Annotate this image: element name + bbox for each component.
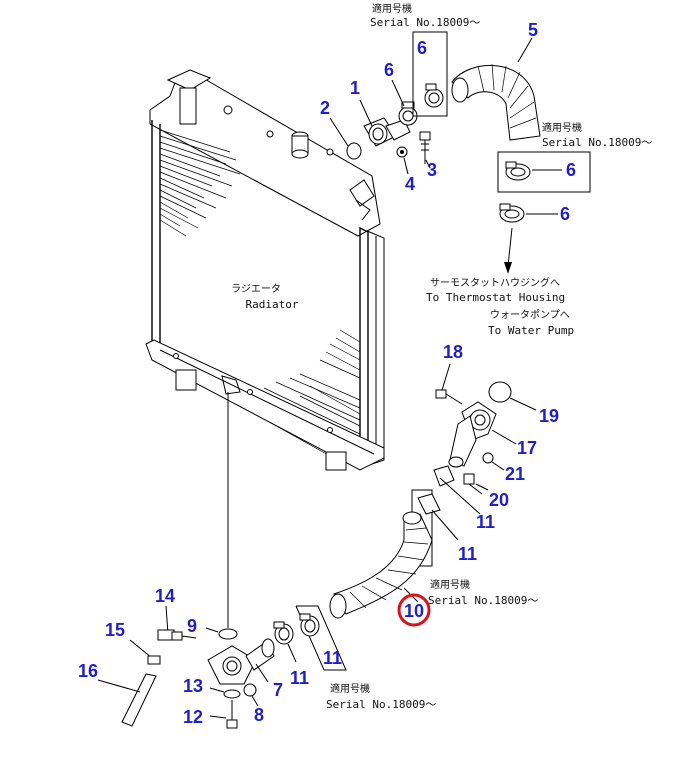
callout-19: 19 <box>539 406 559 426</box>
water-pump-note: To Water Pump <box>488 324 574 337</box>
callout-6-boxed: 6 <box>417 38 427 58</box>
lower-fittings <box>97 605 347 729</box>
highlight-part-10[interactable]: 10 <box>397 593 431 627</box>
callout-9: 9 <box>187 616 197 636</box>
serial-note-top: Serial No.18009〜 <box>370 16 480 29</box>
washer-21 <box>482 452 494 464</box>
clamp-6-serial <box>424 83 444 108</box>
callout-6-loose: 6 <box>560 204 570 224</box>
clamp-6 <box>398 101 418 126</box>
bolt-20 <box>463 473 483 495</box>
callout-12: 12 <box>183 707 203 727</box>
bolt-12 <box>209 700 238 729</box>
serial-note-bottom-jp: 適用号機 <box>330 682 370 695</box>
clamp-11-lower <box>273 621 297 663</box>
callout-11-a: 11 <box>290 668 309 688</box>
callout-16: 16 <box>78 661 98 681</box>
callout-2: 2 <box>320 98 330 118</box>
clamp-6-loose <box>499 203 525 223</box>
gasket-2 <box>346 142 362 160</box>
callout-20: 20 <box>489 490 509 510</box>
callout-4: 4 <box>405 174 415 194</box>
callout-5: 5 <box>528 20 538 40</box>
clip-15 <box>129 639 161 665</box>
callout-6-right: 6 <box>566 160 576 180</box>
callout-10: 10 <box>404 601 424 621</box>
clamp-11-serial <box>417 493 459 541</box>
bolt-3 <box>419 131 431 164</box>
drain-hose-16 <box>97 673 157 727</box>
callout-14: 14 <box>155 586 175 606</box>
callout-18: 18 <box>443 342 463 362</box>
callout-8: 8 <box>254 705 264 725</box>
callout-11-c: 11 <box>476 512 495 532</box>
upper-hose-fittings <box>329 31 591 274</box>
callout-3: 3 <box>427 160 437 180</box>
clamp-11 <box>433 465 481 515</box>
serial-note-bottom: Serial No.18009〜 <box>326 698 436 711</box>
lower-hose-10 <box>329 511 433 619</box>
serial-note-top-jp: 適用号機 <box>372 2 412 15</box>
radiator-label: Radiator <box>246 298 299 311</box>
gasket-9 <box>218 628 238 640</box>
thermostat-note: To Thermostat Housing <box>426 291 565 304</box>
gasket-19 <box>488 381 512 403</box>
serial-note-hose: Serial No.18009〜 <box>542 136 652 149</box>
callout-17: 17 <box>517 438 537 458</box>
serial-note-mid-jp: 適用号機 <box>430 578 470 591</box>
callout-11-b: 11 <box>323 648 342 668</box>
washer-8 <box>243 683 257 697</box>
housing-17 <box>448 401 497 468</box>
right-fittings <box>329 363 537 619</box>
callouts: 1 2 3 4 5 6 6 6 6 7 8 9 11 11 11 11 12 1… <box>78 20 576 727</box>
lower-elbow-7 <box>207 638 275 685</box>
callout-1: 1 <box>350 78 360 98</box>
upper-elbow-1 <box>363 117 411 147</box>
bolt-18 <box>435 389 447 399</box>
callout-15: 15 <box>105 620 125 640</box>
radiator-label-jp: ラジエータ <box>231 283 281 295</box>
serial-note-mid: Serial No.18009〜 <box>428 594 538 607</box>
clamp-6-lower <box>505 161 531 181</box>
drain-valve-14 <box>157 605 197 641</box>
washer-13 <box>223 689 241 699</box>
radiator-assembly <box>145 69 385 628</box>
callout-11-d: 11 <box>458 544 477 564</box>
clamp-11-lower-serial <box>299 613 320 637</box>
callout-13: 13 <box>183 676 203 696</box>
upper-hose-5 <box>451 63 541 141</box>
callout-21: 21 <box>505 464 525 484</box>
callout-6-clamp: 6 <box>384 60 394 80</box>
callout-7: 7 <box>273 680 283 700</box>
serial-note-hose-jp: 適用号機 <box>542 121 582 134</box>
thermostat-note-jp: サーモスタットハウジングへ <box>430 276 560 289</box>
water-pump-note-jp: ウォータポンプへ <box>490 309 570 321</box>
